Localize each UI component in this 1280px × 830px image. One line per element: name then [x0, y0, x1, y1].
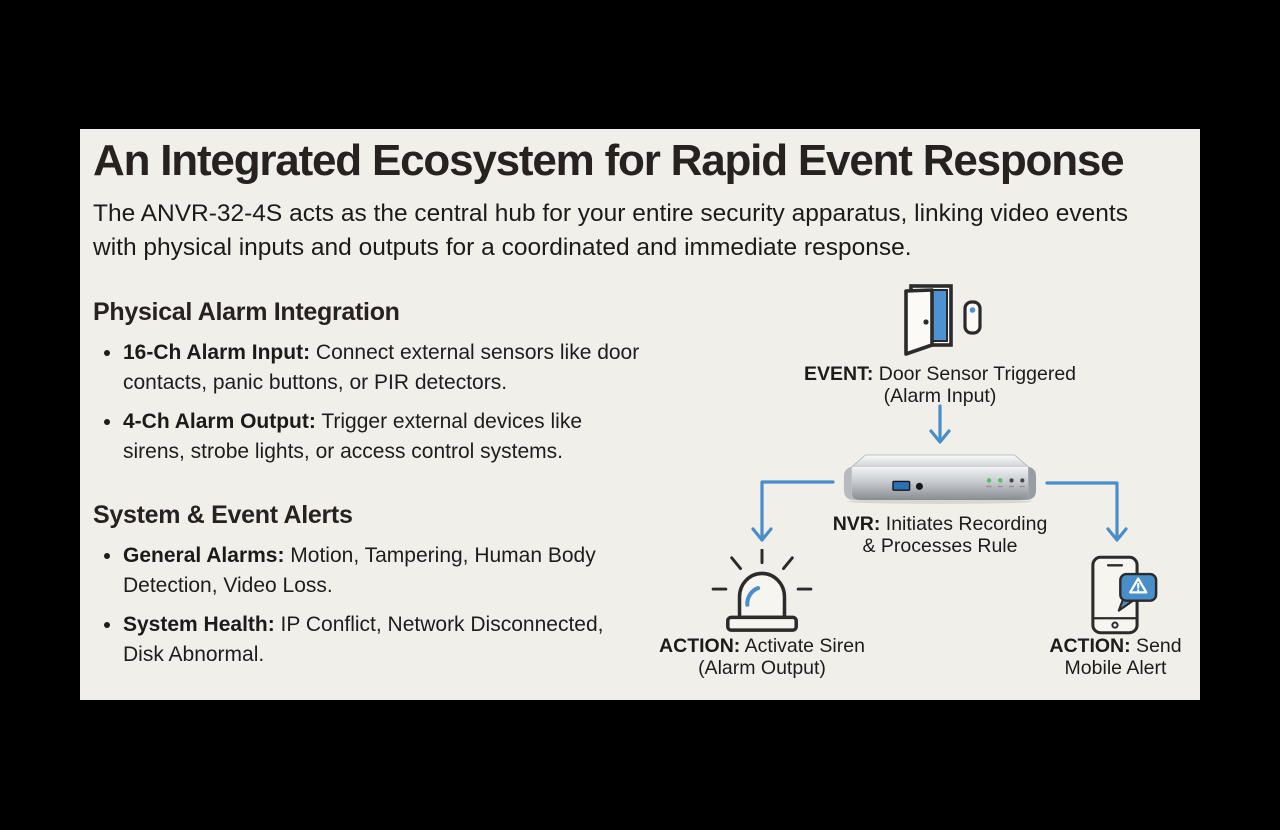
- bullet-text: Trigger external devices like sirens, st…: [123, 410, 583, 464]
- nvr-device-icon: [843, 454, 1037, 504]
- caption-label: ACTION:: [1049, 635, 1131, 657]
- bullet-text: Motion, Tampering, Human Body Detection,…: [123, 544, 596, 598]
- power-button: [915, 482, 923, 490]
- warning-triangle-icon: [1129, 577, 1148, 594]
- bullet-label: 16-Ch Alarm Input:: [123, 341, 311, 365]
- action-siren-caption: ACTION: Activate Siren (Alarm Output): [638, 635, 886, 679]
- siren-icon: [711, 549, 813, 632]
- section-system-event-alerts: System & Event Alerts General Alarms: Mo…: [93, 501, 1148, 670]
- caption-line2: & Processes Rule: [862, 534, 1018, 557]
- slide-card: An Integrated Ecosystem for Rapid Event …: [80, 129, 1200, 700]
- flow-diagram: EVENT: Door Sensor Triggered (Alarm Inpu…: [80, 129, 1200, 700]
- action-mobile-caption: ACTION: Send Mobile Alert: [1008, 635, 1223, 679]
- list-item: 16-Ch Alarm Input: Connect external sens…: [123, 338, 643, 398]
- arrowhead-down-icon: [751, 527, 773, 542]
- bullet-label: General Alarms:: [123, 544, 285, 568]
- usb-port: [892, 480, 911, 491]
- bullet-label: 4-Ch Alarm Output:: [123, 410, 316, 434]
- caption-line1: ACTION: Activate Siren: [638, 635, 886, 658]
- event-caption: EVENT: Door Sensor Triggered (Alarm Inpu…: [792, 363, 1088, 407]
- nvr-caption: NVR: Initiates Recording & Processes Rul…: [790, 513, 1090, 557]
- bullet-text: IP Conflict, Network Disconnected, Disk …: [123, 613, 604, 667]
- status-leds: [986, 478, 1025, 488]
- caption-label: ACTION:: [659, 635, 741, 657]
- caption-line1: ACTION: Send: [1008, 635, 1223, 658]
- bullet-text: Connect external sensors like door conta…: [123, 341, 640, 395]
- list-item: System Health: IP Conflict, Network Disc…: [123, 610, 643, 670]
- arrowhead-down-icon: [929, 429, 951, 444]
- caption-line2: (Alarm Output): [698, 656, 826, 679]
- caption-line2: Mobile Alert: [1064, 656, 1167, 679]
- arrowhead-down-icon: [1106, 527, 1128, 542]
- caption-label: NVR:: [832, 513, 881, 535]
- arrow-nvr-to-siren: [760, 480, 835, 538]
- section-heading-system-alerts: System & Event Alerts: [93, 501, 353, 530]
- caption-line2: (Alarm Input): [883, 384, 997, 407]
- caption-text: Activate Siren: [740, 635, 865, 657]
- bullet-list: General Alarms: Motion, Tampering, Human…: [93, 541, 1148, 670]
- bullet-label: System Health:: [123, 613, 275, 637]
- caption-line1: EVENT: Door Sensor Triggered: [792, 363, 1088, 386]
- door-sensor-icon: [904, 284, 982, 356]
- list-item: 4-Ch Alarm Output: Trigger external devi…: [123, 407, 643, 467]
- section-physical-alarm-integration: Physical Alarm Integration 16-Ch Alarm I…: [93, 298, 1148, 467]
- caption-text: Initiates Recording: [880, 513, 1048, 535]
- bullet-list: 16-Ch Alarm Input: Connect external sens…: [93, 338, 1148, 467]
- slide-content: An Integrated Ecosystem for Rapid Event …: [93, 129, 1148, 679]
- caption-line1: NVR: Initiates Recording: [790, 513, 1090, 536]
- arrow-nvr-to-mobile: [1045, 481, 1119, 538]
- section-heading-physical-alarm: Physical Alarm Integration: [93, 298, 400, 327]
- subtitle: The ANVR-32-4S acts as the central hub f…: [93, 200, 1128, 262]
- page-title: An Integrated Ecosystem for Rapid Event …: [93, 136, 1125, 185]
- list-item: General Alarms: Motion, Tampering, Human…: [123, 541, 643, 601]
- caption-label: EVENT:: [803, 363, 874, 385]
- connector-arrows: [751, 404, 1128, 542]
- mobile-alert-icon: [1091, 555, 1158, 635]
- caption-text: Send: [1130, 635, 1182, 657]
- caption-text: Door Sensor Triggered: [873, 363, 1077, 385]
